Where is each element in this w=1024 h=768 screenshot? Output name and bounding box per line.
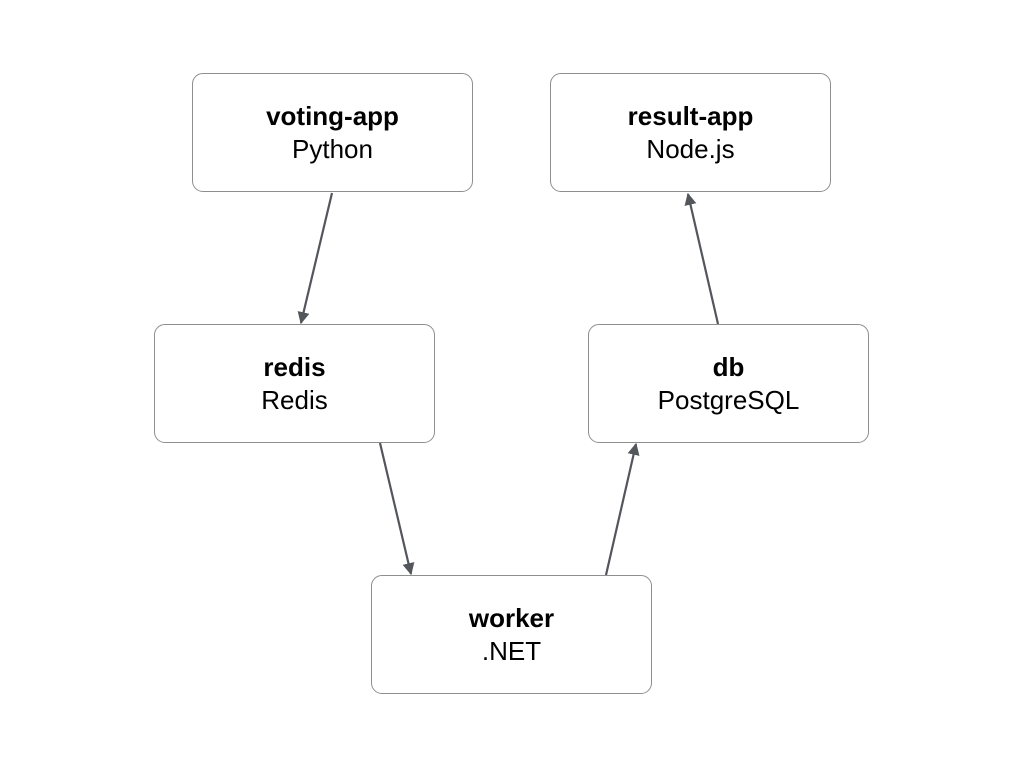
edge-redis-to-worker <box>378 442 415 576</box>
node-tech: .NET <box>481 635 542 666</box>
node-name: worker <box>468 602 555 633</box>
edge-worker-to-db <box>604 442 640 576</box>
node-voting-app: voting-app Python <box>192 73 473 192</box>
node-name: result-app <box>627 100 754 131</box>
node-tech: Node.js <box>646 133 735 164</box>
node-name: voting-app <box>266 100 399 131</box>
node-tech: Python <box>292 133 373 164</box>
node-name: redis <box>263 351 326 382</box>
node-worker: worker .NET <box>371 575 652 694</box>
node-redis: redis Redis <box>154 324 435 443</box>
node-name: db <box>712 351 745 382</box>
node-result-app: result-app Node.js <box>550 73 831 192</box>
node-tech: PostgreSQL <box>657 384 800 415</box>
edge-voting-app-to-redis <box>297 192 334 325</box>
node-tech: Redis <box>261 384 328 415</box>
edge-db-to-result-app <box>684 192 720 325</box>
node-db: db PostgreSQL <box>588 324 869 443</box>
